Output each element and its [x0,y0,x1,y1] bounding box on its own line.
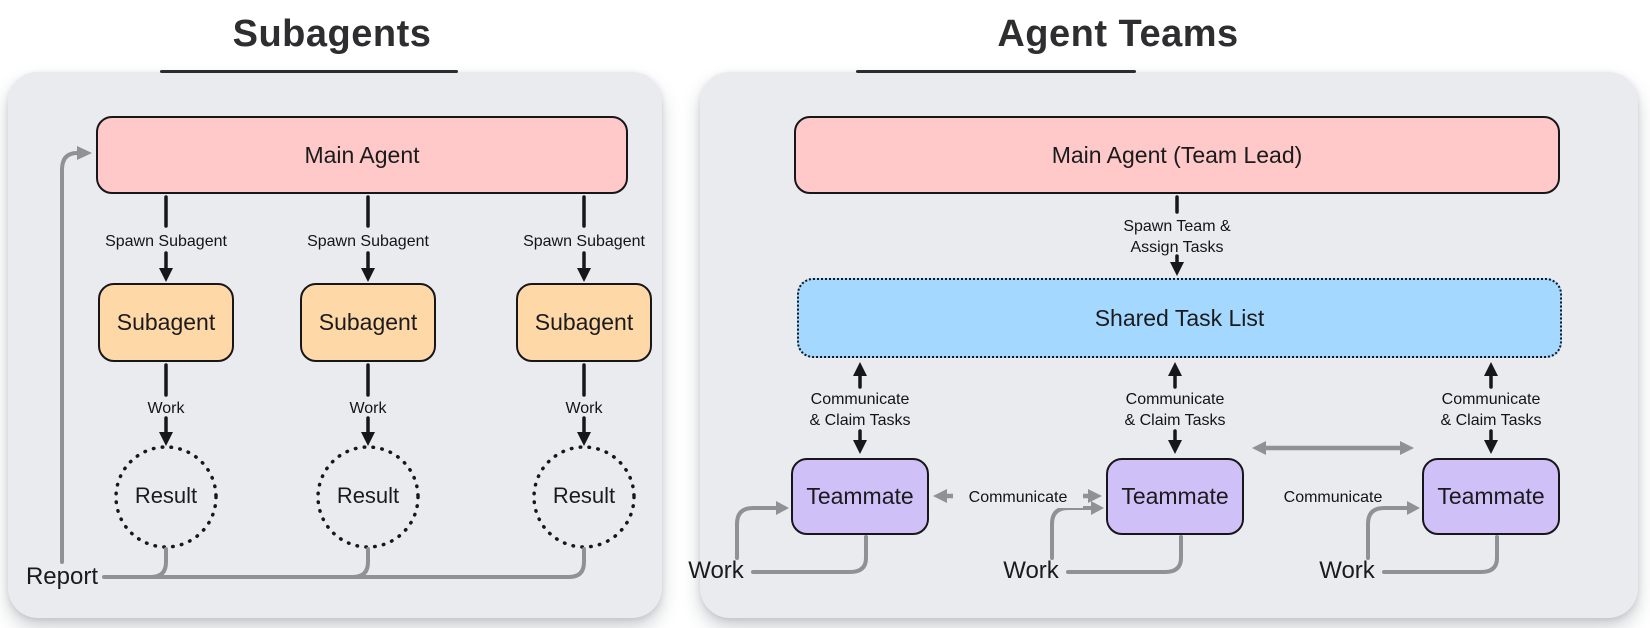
shared-task-list-label: Shared Task List [1094,304,1265,331]
subagent-box-1: Subagent [98,283,234,362]
team-lead-box: Main Agent (Team Lead) [794,116,1560,194]
work-label-3: Work [565,400,603,417]
teammate-work-label-2: Work [1003,557,1059,584]
claim-tasks-label-2: Communicate & Claim Tasks [1100,389,1250,431]
teammate-work-label-1: Work [688,557,744,584]
panel-border-ink-right [856,70,1136,73]
spawn-team-line1: Spawn Team & [1123,218,1231,235]
report-label: Report [25,563,99,590]
claim-tasks-label-1: Communicate & Claim Tasks [785,389,935,431]
subagent-label-1: Subagent [116,309,216,335]
teammate-work-label-3: Work [1319,557,1375,584]
panel-border-ink-left [160,70,458,73]
subagents-title: Subagents [232,13,432,55]
main-agent-box: Main Agent [96,116,628,194]
spawn-team-line2: Assign Tasks [1130,239,1224,256]
spawn-subagent-label-1: Spawn Subagent [105,233,227,250]
peer-communicate-label-2: Communicate [1283,489,1383,506]
work-label-1: Work [147,400,185,417]
subagent-label-3: Subagent [534,309,634,335]
result-label-1: Result [134,483,198,508]
claim-line1-2: Communicate [1125,391,1225,408]
subagent-label-2: Subagent [318,309,418,335]
agent-teams-title: Agent Teams [997,13,1239,55]
claim-line1-1: Communicate [810,391,910,408]
team-lead-label: Main Agent (Team Lead) [1051,141,1303,168]
teammate-label-3: Teammate [1437,483,1545,509]
spawn-subagent-label-3: Spawn Subagent [523,233,645,250]
subagent-box-3: Subagent [516,283,652,362]
spawn-subagent-label-2: Spawn Subagent [307,233,429,250]
main-agent-label: Main Agent [304,141,420,168]
spawn-team-label: Spawn Team & Assign Tasks [1097,216,1257,258]
teammate-box-1: Teammate [791,458,929,535]
claim-line2-1: & Claim Tasks [809,412,911,429]
shared-task-list-box: Shared Task List [797,278,1562,358]
teammate-label-2: Teammate [1121,483,1229,509]
claim-tasks-label-3: Communicate & Claim Tasks [1416,389,1566,431]
claim-line2-3: & Claim Tasks [1440,412,1542,429]
result-label-3: Result [552,483,616,508]
teammate-label-1: Teammate [806,483,914,509]
claim-line1-3: Communicate [1441,391,1541,408]
work-label-2: Work [349,400,387,417]
result-label-2: Result [336,483,400,508]
teammate-box-3: Teammate [1422,458,1560,535]
peer-communicate-label-1: Communicate [953,487,1083,508]
teammate-box-2: Teammate [1106,458,1244,535]
subagent-box-2: Subagent [300,283,436,362]
claim-line2-2: & Claim Tasks [1124,412,1226,429]
